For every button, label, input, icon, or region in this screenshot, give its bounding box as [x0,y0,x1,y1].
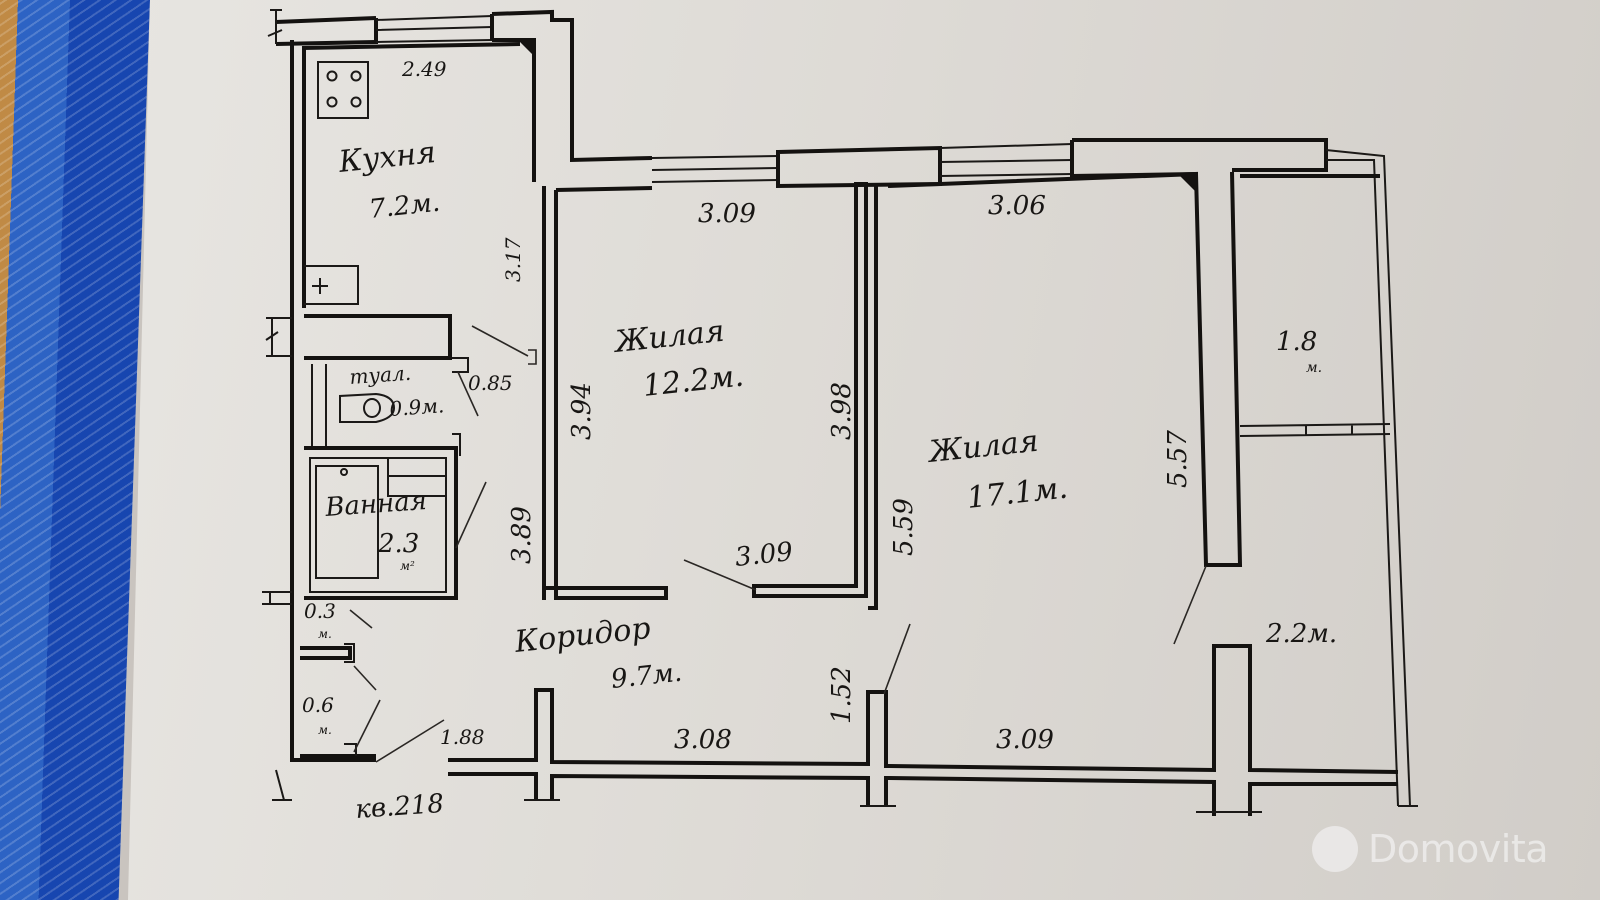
kitchen-name: Кухня [336,135,437,180]
dim-corridor-bottom: 3.08 [674,725,732,755]
corridor-name: Коридор [512,611,652,660]
kitchen-sink-icon [304,265,359,305]
living-room-name: Жилая [925,424,1040,471]
dim-bedroom-left: 3.94 [567,382,597,440]
fixtures [304,61,396,476]
bedroom-area: 12.2м. [641,359,745,404]
dim-living-bottom: 3.09 [996,725,1054,755]
living-room-area: 17.1м. [965,471,1069,516]
toilet-name: туал. [349,361,412,389]
domovita-watermark: Domovita [1312,825,1549,873]
kitchen-area: 7.2м. [368,188,442,225]
bathtub-drain-icon [340,468,348,476]
stove-icon [317,61,369,119]
dim-living-top: 3.06 [988,191,1046,221]
toilet-icon [339,392,396,423]
corridor-area: 9.7м. [610,658,684,695]
closet-1-unit: м. [318,627,332,641]
closet-2-unit: м. [318,723,332,737]
dim-living-right: 5.57 [1163,430,1193,488]
dim-kitchen-width: 2.49 [401,57,447,81]
closet-1-area: 0.3 [304,599,336,623]
dim-kitchen-length: 3.17 [501,237,525,282]
room-labels: Кухня 7.2м. Жилая 12.2м. Жилая 17.1м. ту… [302,135,1337,825]
watermark-brand: Domovita [1368,827,1549,871]
dim-bedroom-right: 3.98 [827,382,857,440]
dim-corridor-right: 1.52 [827,666,857,724]
balcony-area: 1.8 [1276,327,1317,357]
bathroom-unit: м² [400,559,415,573]
toilet-area: 0.9м. [389,393,445,421]
bathroom-name: Ванная [323,486,427,523]
bedroom-name: Жилая [611,314,726,361]
dim-bedroom-bottom: 3.09 [734,537,795,573]
dim-entry-width: 1.88 [440,725,485,749]
dim-bedroom-top: 3.09 [698,199,756,229]
dim-living-left: 5.59 [889,498,919,556]
dim-corridor-side: 3.89 [507,506,537,564]
apartment-number: кв.218 [354,789,444,825]
dim-toilet-door: 0.85 [468,371,513,395]
bathroom-area: 2.3 [377,529,419,559]
closet-2-area: 0.6 [302,693,334,717]
walls [262,9,1418,816]
dimension-labels: 2.49 3.17 3.09 3.94 3.98 3.09 3.06 5.59 … [401,57,1193,755]
domovita-logo-icon [1312,826,1358,872]
loggia-area: 2.2м. [1265,619,1337,649]
balcony-unit: м. [1306,360,1322,376]
